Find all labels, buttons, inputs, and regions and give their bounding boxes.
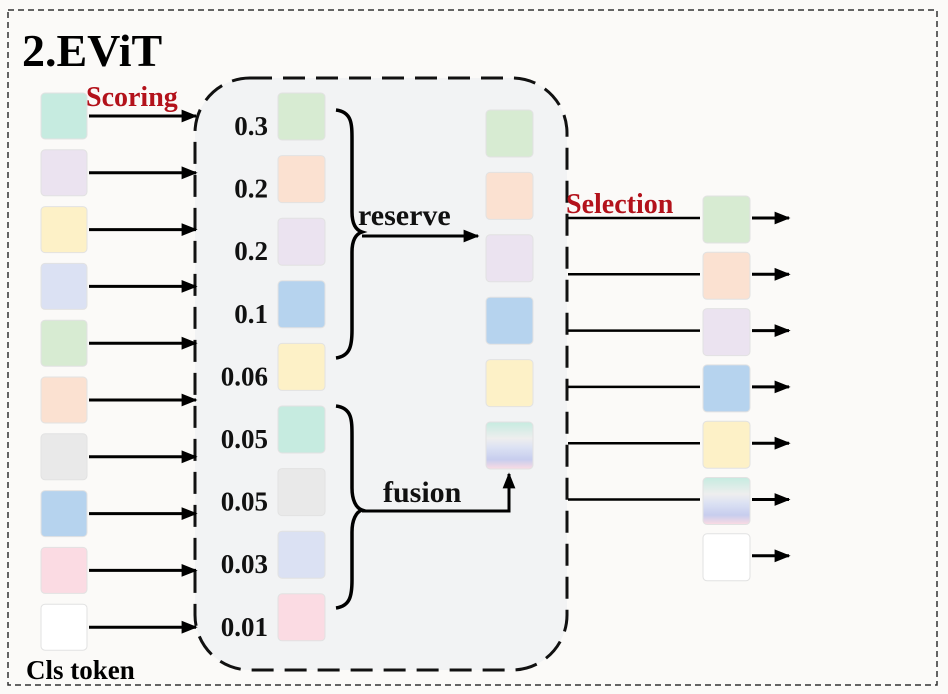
score-label: 0.05	[221, 487, 268, 517]
scored-token	[277, 468, 326, 517]
scored-token	[277, 217, 326, 266]
score-label: 0.3	[234, 111, 268, 141]
output-token	[702, 420, 751, 469]
output-arrow-column	[752, 211, 791, 563]
fusion-label: fusion	[383, 476, 462, 509]
score-label: 0.05	[221, 424, 268, 454]
input-arrow-column	[89, 109, 198, 634]
output-token	[702, 251, 751, 300]
input-token	[40, 92, 88, 140]
output-line-column	[568, 273, 700, 501]
fusion-arrow	[362, 472, 516, 513]
scored-token	[277, 405, 326, 454]
input-token	[40, 206, 88, 254]
score-label: 0.2	[234, 236, 268, 266]
output-token	[702, 308, 751, 357]
scored-token	[277, 92, 326, 141]
score-label: 0.2	[234, 174, 268, 204]
kept-token	[485, 296, 534, 345]
scored-token	[277, 530, 326, 579]
score-label: 0.1	[234, 299, 268, 329]
kept-token	[485, 234, 534, 283]
scored-token	[277, 155, 326, 204]
score-label-column: 0.3 0.2 0.2 0.1 0.06 0.05 0.05 0.03 0.01	[221, 111, 268, 642]
kept-token	[485, 171, 534, 220]
kept-token-column	[485, 109, 534, 470]
input-token	[40, 262, 88, 310]
reserve-brace	[335, 108, 368, 360]
output-token-column	[702, 195, 751, 582]
scored-token	[277, 342, 326, 391]
cls-token-label: Cls token	[26, 655, 135, 685]
score-label: 0.01	[221, 612, 268, 642]
input-token	[40, 149, 88, 197]
scored-token-column	[277, 92, 326, 642]
diagram-title: 2.EViT	[22, 25, 162, 76]
scored-token	[277, 280, 326, 329]
output-token	[702, 364, 751, 413]
input-token-column	[40, 92, 88, 651]
kept-token	[485, 109, 534, 158]
input-token	[40, 490, 88, 538]
output-token	[702, 477, 751, 525]
output-token	[702, 533, 751, 582]
score-label: 0.06	[221, 361, 268, 391]
input-token	[40, 376, 88, 424]
scoring-label: Scoring	[86, 82, 178, 113]
kept-token	[485, 359, 534, 408]
score-label: 0.03	[221, 549, 268, 579]
input-token	[40, 546, 88, 594]
scored-token	[277, 593, 326, 642]
output-token	[702, 195, 751, 244]
input-token	[40, 433, 88, 481]
input-token	[40, 319, 88, 367]
reserve-label: reserve	[358, 199, 451, 232]
selection-label: Selection	[566, 189, 674, 220]
input-token	[40, 603, 88, 651]
kept-token	[485, 421, 534, 470]
